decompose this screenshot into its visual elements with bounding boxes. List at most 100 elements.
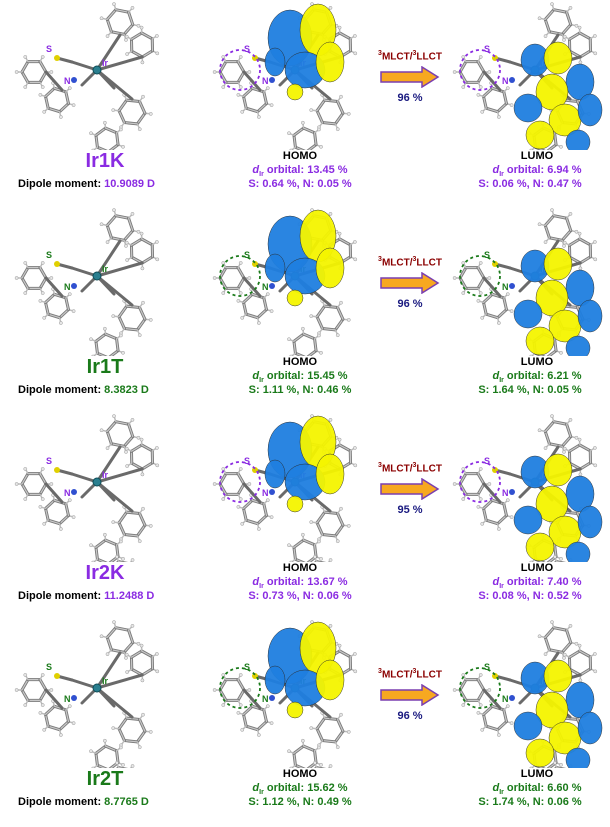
orbital-lobe-positive <box>543 453 573 487</box>
lumo-label: LUMO <box>520 768 554 780</box>
orbital-d: d <box>252 370 260 382</box>
nitrogen-atom <box>71 695 77 701</box>
atom-label-ir: Ir <box>102 264 109 274</box>
nitrogen-atom <box>71 283 77 289</box>
homo-s-n: S: 0.73 %, N: 0.06 % <box>248 590 352 602</box>
benzo-ring <box>212 55 252 89</box>
benzo-ring <box>212 673 252 707</box>
bond <box>242 482 262 504</box>
orbital-d: d <box>492 164 500 176</box>
sulfur-atom <box>54 261 60 267</box>
dipole-label: Dipole moment: <box>18 796 105 808</box>
atom-label-ir: Ir <box>102 470 109 480</box>
atom-label-s: S <box>484 662 490 672</box>
orbital-lobe-positive <box>315 659 345 701</box>
phenyl-ring <box>537 208 579 248</box>
highlight-circle <box>459 461 501 503</box>
orbital-lobe-negative <box>565 681 595 719</box>
bond <box>44 70 64 92</box>
highlight-circle <box>219 461 261 503</box>
nitrogen-atom <box>509 695 515 701</box>
benzo-ring <box>212 467 252 501</box>
homo-s-n: S: 1.11 %, N: 0.46 % <box>248 384 352 396</box>
bond <box>482 70 502 92</box>
iridium-atom <box>92 477 102 487</box>
orbital-lobe-positive <box>315 41 345 83</box>
dipole-moment: Dipole moment: 10.9089 D <box>18 178 155 190</box>
pyridine-ring <box>287 532 323 562</box>
atom-label-s: S <box>244 662 250 672</box>
atom-label-n: N <box>262 694 269 704</box>
pyridine-ring <box>309 710 351 750</box>
nitrogen-atom <box>71 489 77 495</box>
phenyl-ring <box>124 437 160 477</box>
homo-d-value: orbital: 15.45 % <box>263 370 348 382</box>
homo-label: HOMO <box>282 768 318 780</box>
iridium-atom <box>92 683 102 693</box>
phenyl-ring <box>476 81 514 119</box>
sulfur-atom <box>492 261 498 267</box>
pyridine-ring <box>309 92 351 132</box>
benzo-ring <box>14 467 54 501</box>
lumo-s-n: S: 0.06 %, N: 0.47 % <box>478 178 582 190</box>
homo-d-orbital: dIr orbital: 15.62 % <box>220 782 380 796</box>
lumo-label: LUMO <box>520 150 554 162</box>
benzo-ring <box>14 673 54 707</box>
phenyl-ring <box>99 208 141 248</box>
orbital-lobe-negative <box>513 505 543 535</box>
bond <box>95 55 144 72</box>
bond <box>482 276 502 298</box>
orbital-lobe-negative <box>264 665 286 695</box>
atom-label-n: N <box>64 488 71 498</box>
atom-label-s: S <box>484 44 490 54</box>
bond <box>95 467 144 484</box>
orbital-lobe-positive <box>525 120 555 150</box>
nitrogen-atom <box>509 283 515 289</box>
dipole-label: Dipole moment: <box>18 178 105 190</box>
superscript: 3 <box>412 256 417 263</box>
sulfur-atom <box>54 467 60 473</box>
lumo-s-n: S: 1.74 %, N: 0.06 % <box>478 796 582 808</box>
dipole-label: Dipole moment: <box>18 384 105 396</box>
nitrogen-atom <box>269 283 275 289</box>
sulfur-atom <box>492 673 498 679</box>
superscript: 3 <box>412 462 417 469</box>
superscript: 3 <box>412 50 417 57</box>
benzo-ring <box>212 261 252 295</box>
orbital-lobe-negative <box>565 335 591 356</box>
transition-label: 3MLCT/3LLCT <box>355 668 465 680</box>
orbital-d: d <box>492 576 500 588</box>
transition-text: MLCT/ <box>381 51 413 63</box>
lumo-d-value: orbital: 6.21 % <box>503 370 582 382</box>
sulfur-atom <box>252 261 258 267</box>
homo-label: HOMO <box>282 150 318 162</box>
superscript: 3 <box>378 668 382 675</box>
highlight-circle <box>219 49 261 91</box>
transfer-percent: 96 % <box>397 710 423 722</box>
pyridine-ring <box>309 504 351 544</box>
highlight-circle <box>459 255 501 297</box>
lumo-d-orbital: dIr orbital: 6.94 % <box>457 164 610 178</box>
orbital-lobe-negative <box>565 541 591 562</box>
homo-d-value: orbital: 15.62 % <box>263 782 348 794</box>
lumo-label: LUMO <box>520 562 554 574</box>
transition-label: 3MLCT/3LLCT <box>355 50 465 62</box>
orbital-lobe-negative <box>577 93 603 127</box>
phenyl-ring <box>236 287 274 325</box>
transition-text: LLCT <box>416 463 442 475</box>
lumo-d-orbital: dIr orbital: 6.21 % <box>457 370 610 384</box>
homo-d-orbital: dIr orbital: 15.45 % <box>220 370 380 384</box>
dipole-value: 10.9089 D <box>104 178 155 190</box>
orbital-lobe-positive <box>535 279 569 317</box>
atom-label-s: S <box>46 44 52 54</box>
bond <box>95 239 122 278</box>
homo-label: HOMO <box>282 356 318 368</box>
